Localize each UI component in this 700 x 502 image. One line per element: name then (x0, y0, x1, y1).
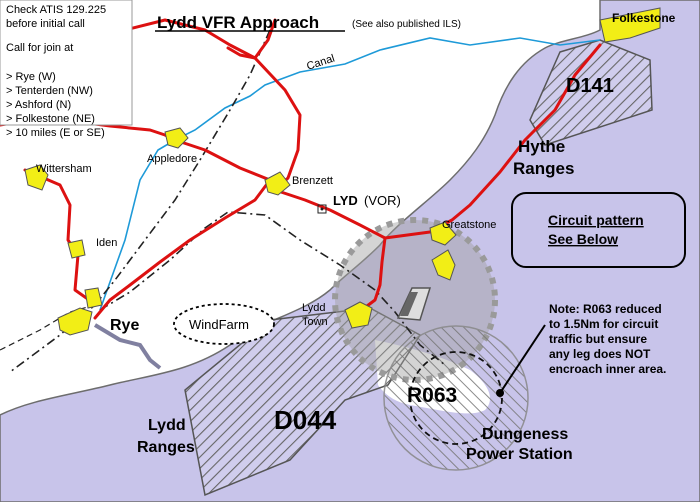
label-hythe-ranges-2: Ranges (513, 159, 574, 178)
label-lydd-ranges-2: Ranges (137, 439, 195, 456)
label-folkestone: Folkestone (612, 11, 676, 25)
lydd-airport-symbol (396, 287, 432, 321)
note-line-1: Note: R063 reduced (549, 302, 662, 316)
map-title: Lydd VFR Approach (157, 13, 319, 32)
label-dungeness-2: Power Station (466, 446, 573, 463)
river-rother (93, 323, 162, 370)
atis-line-2: before initial call (6, 18, 85, 30)
note-pointer (499, 324, 546, 394)
label-lyd: LYD (333, 193, 358, 208)
label-d044: D044 (274, 405, 337, 435)
label-greatstone: Greatstone (442, 219, 496, 231)
label-d141: D141 (566, 75, 614, 97)
note-line-5: encroach inner area. (549, 362, 666, 376)
circuit-box-line-2: See Below (548, 231, 618, 247)
circuit-box (511, 192, 686, 268)
r063-restricted-area (383, 325, 529, 471)
label-lydd-town-2: Town (302, 316, 328, 328)
label-lydd-ranges-1: Lydd (148, 417, 186, 434)
note-pointer-dot (496, 389, 504, 397)
label-dungeness-1: Dungeness (482, 426, 568, 443)
label-iden: Iden (96, 237, 117, 249)
note-line-2: to 1.5Nm for circuit (549, 317, 658, 331)
note-line-4: any leg does NOT (549, 347, 651, 361)
join-point-ashford: > Ashford (N) (6, 99, 71, 111)
label-rye: Rye (110, 317, 139, 334)
label-vor: (VOR) (364, 193, 401, 208)
label-brenzett: Brenzett (292, 175, 333, 187)
note-line-3: traffic but ensure (549, 332, 647, 346)
circuit-box-line-1: Circuit pattern (548, 212, 644, 228)
label-wittersham: Wittersham (36, 163, 92, 175)
towns (24, 7, 661, 336)
label-canal: Canal (305, 53, 336, 73)
roads (0, 18, 602, 320)
join-point-folkestone: > Folkestone (NE) (6, 113, 95, 125)
label-hythe-ranges-1: Hythe (518, 137, 565, 156)
atis-line-1: Check ATIS 129.225 (6, 4, 106, 16)
join-point-10-miles: > 10 miles (E or SE) (6, 127, 105, 139)
label-lydd-town-1: Lydd (302, 302, 325, 314)
atis-box (0, 0, 133, 126)
map-title-note: (See also published ILS) (352, 19, 461, 30)
label-windfarm: WindFarm (189, 317, 249, 332)
join-heading: Call for join at (6, 42, 73, 54)
join-point-tenterden: > Tenterden (NW) (6, 85, 93, 97)
vor-symbol-icon (317, 204, 327, 214)
label-appledore: Appledore (147, 153, 197, 165)
join-point-rye: > Rye (W) (6, 71, 56, 83)
canal (99, 37, 601, 311)
label-r063: R063 (407, 384, 457, 407)
windfarm-area (173, 303, 275, 345)
r063-inner-area (409, 351, 503, 445)
